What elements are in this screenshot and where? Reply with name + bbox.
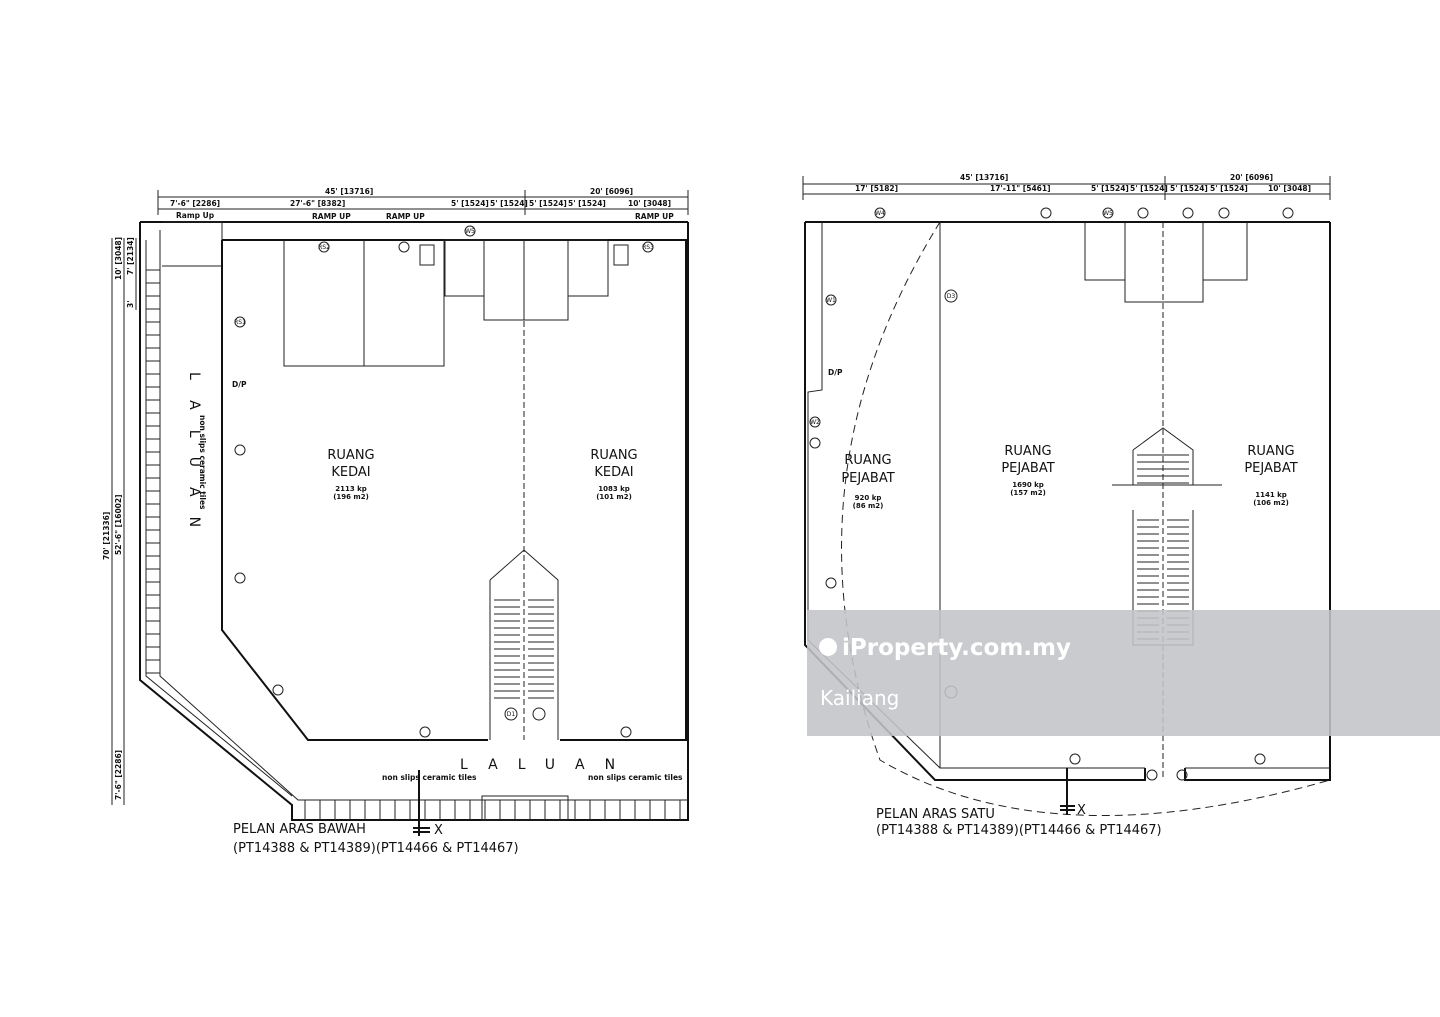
- downpipe-label: D/P: [232, 380, 247, 389]
- plan-lots: (PT14388 & PT14389)(PT14466 & PT14467): [876, 823, 1162, 838]
- tag-label: RS3: [642, 244, 654, 251]
- tag-label: W2: [810, 419, 820, 426]
- watermark-band: [807, 610, 1440, 736]
- dim-label: 52'-6" [16002]: [114, 494, 123, 555]
- room-name: PEJABAT: [1244, 461, 1297, 476]
- dim-label: 5' [1524]: [529, 199, 567, 208]
- tag-markers: W1 W2 W4 W5 D3: [809, 207, 1294, 781]
- tag-label: W5: [1103, 210, 1113, 217]
- room-name: KEDAI: [594, 465, 633, 480]
- watermark-brand: iProperty.com.my: [842, 635, 1071, 661]
- room-area: 1690 kp: [1012, 481, 1044, 489]
- dim-label: 5' [1524]: [1170, 184, 1208, 193]
- room-name: RUANG: [590, 448, 637, 463]
- staircase: [489, 549, 559, 740]
- top-dimensions: 45' [13716] 20' [6096] 17' [5182] 17'-11…: [802, 173, 1331, 200]
- room-area: (86 m2): [853, 502, 884, 510]
- room-area: (157 m2): [1010, 489, 1046, 497]
- dim-label: 5' [1524]: [1210, 184, 1248, 193]
- watermark-agent: Kailiang: [820, 686, 899, 710]
- room-name: RUANG: [327, 448, 374, 463]
- dim-label: 7'-6" [2286]: [114, 750, 123, 800]
- room-area: 1083 kp: [598, 485, 630, 493]
- tag-label: W1: [826, 297, 836, 304]
- tag-markers: RS1 RS2 RS3 W5 D1: [234, 225, 654, 738]
- section-marker: X: [1077, 803, 1086, 818]
- dim-label: 17' [5182]: [855, 184, 898, 193]
- dim-label: 5' [1524]: [1091, 184, 1129, 193]
- first-floor-plan: 45' [13716] 20' [6096] 17' [5182] 17'-11…: [802, 173, 1440, 838]
- dim-total-right: 20' [6096]: [1230, 173, 1273, 182]
- location-pin-icon: [819, 638, 838, 662]
- dim-label: 70' [21336]: [102, 512, 111, 560]
- room-area: 2113 kp: [335, 485, 367, 493]
- ramp-label: RAMP UP: [312, 212, 351, 221]
- tag-label: D1: [507, 711, 516, 718]
- top-dimensions: 45' [13716] 20' [6096] 7'-6" [2286] 27'-…: [157, 187, 689, 221]
- walkway-label: LALUAN: [186, 372, 202, 547]
- room-area: 920 kp: [855, 494, 882, 502]
- dim-total-right: 20' [6096]: [590, 187, 633, 196]
- floor-note: non slips ceramic tiles: [382, 773, 477, 782]
- dim-label: 5' [1524]: [568, 199, 606, 208]
- floor-note: non slips ceramic tiles: [198, 415, 207, 510]
- tag-label: RS2: [318, 244, 330, 251]
- room-area: (101 m2): [596, 493, 632, 501]
- staircase: [1112, 427, 1222, 646]
- tag-label: W4: [875, 210, 885, 217]
- ramp-label: Ramp Up: [176, 211, 215, 220]
- plan-title: PELAN ARAS SATU: [876, 807, 995, 822]
- room-name: PEJABAT: [1001, 461, 1054, 476]
- dim-label: 27'-6" [8382]: [290, 199, 345, 208]
- dim-total-left: 45' [13716]: [960, 173, 1008, 182]
- dim-label: 3': [126, 300, 135, 308]
- dim-label: 10' [3048]: [1268, 184, 1311, 193]
- room-area: (196 m2): [333, 493, 369, 501]
- dim-label: 5' [1524]: [451, 199, 489, 208]
- room-area: 1141 kp: [1255, 491, 1287, 499]
- walkway-label: LALUAN: [460, 757, 635, 773]
- dim-label: 17'-11" [5461]: [990, 184, 1051, 193]
- tag-label: RS1: [234, 319, 246, 326]
- room-name: RUANG: [1247, 444, 1294, 459]
- room-name: KEDAI: [331, 465, 370, 480]
- dim-label: 5' [1524]: [1130, 184, 1168, 193]
- ground-floor-plan: 45' [13716] 20' [6096] 7'-6" [2286] 27'-…: [102, 187, 689, 856]
- ramp-label: RAMP UP: [386, 212, 425, 221]
- tag-label: D3: [947, 293, 956, 300]
- downpipe-label: D/P: [828, 368, 843, 377]
- dim-label: 7'-6" [2286]: [170, 199, 220, 208]
- dim-label: 7' [2134]: [126, 237, 135, 275]
- side-dimensions: 70' [21336] 52'-6" [16002] 10' [3048] 7'…: [102, 237, 137, 805]
- dim-label: 10' [3048]: [114, 237, 123, 280]
- section-marker: X: [434, 823, 443, 838]
- plan-title: PELAN ARAS BAWAH: [233, 822, 366, 837]
- plan-lots: (PT14388 & PT14389)(PT14466 & PT14467): [233, 841, 519, 856]
- walkway-tiles: [146, 269, 681, 820]
- watermark: iProperty.com.my Kailiang: [819, 635, 1071, 710]
- dim-total-left: 45' [13716]: [325, 187, 373, 196]
- dim-label: 10' [3048]: [628, 199, 671, 208]
- ramp-label: RAMP UP: [635, 212, 674, 221]
- room-name: PEJABAT: [841, 471, 894, 486]
- room-name: RUANG: [1004, 444, 1051, 459]
- dim-label: 5' [1524]: [490, 199, 528, 208]
- room-area: (106 m2): [1253, 499, 1289, 507]
- tag-label: W5: [465, 228, 475, 235]
- room-name: RUANG: [844, 453, 891, 468]
- floor-note: non slips ceramic tiles: [588, 773, 683, 782]
